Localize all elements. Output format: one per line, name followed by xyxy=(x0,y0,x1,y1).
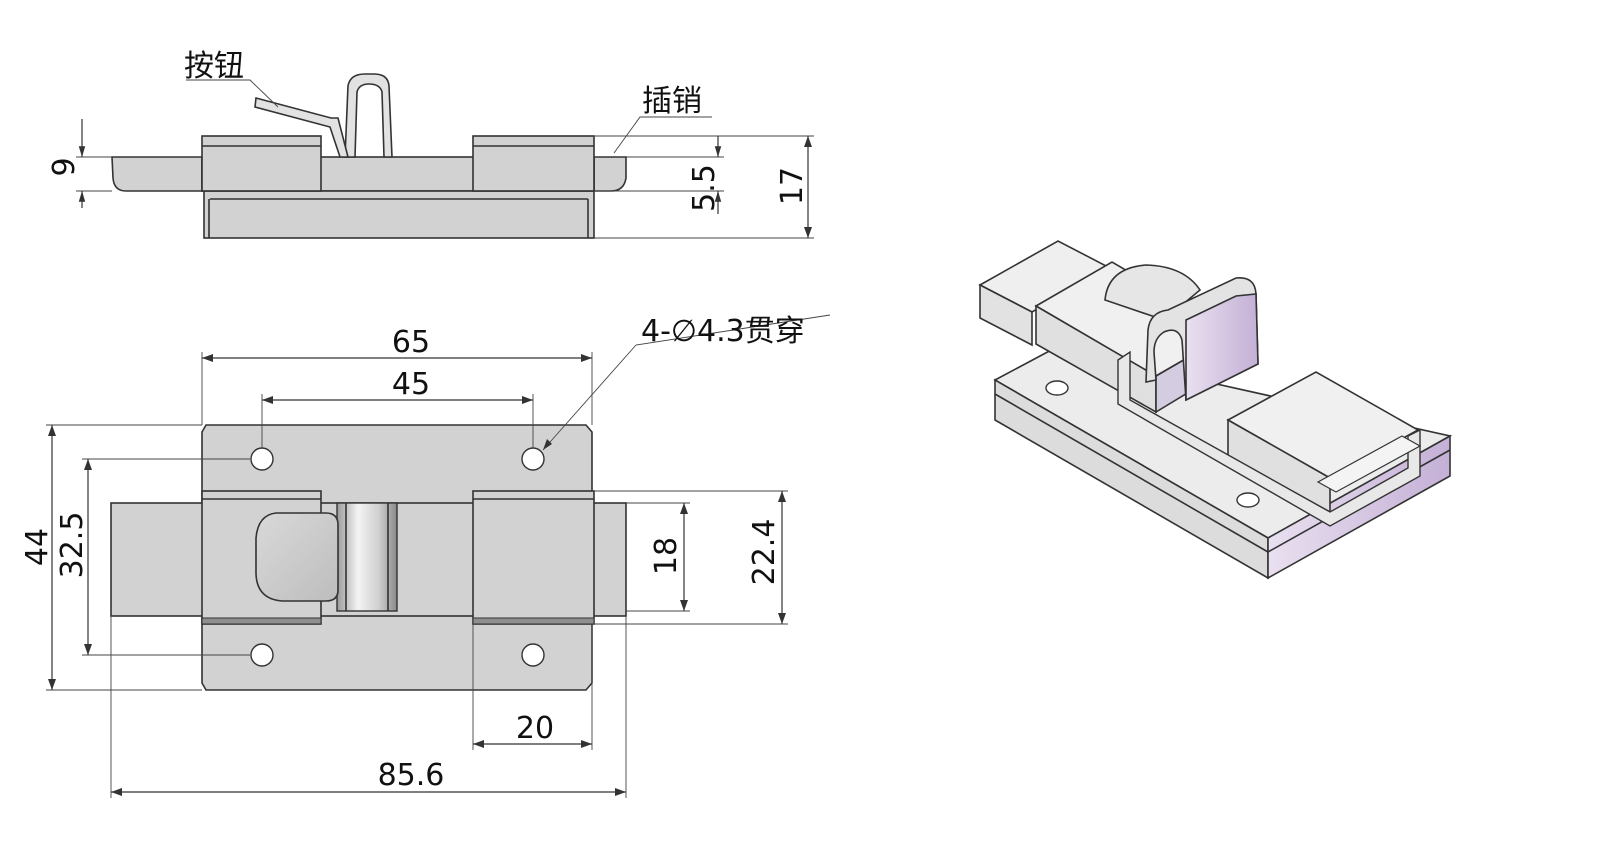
side-right-block xyxy=(472,135,595,192)
iso-hole xyxy=(1045,380,1069,396)
top-view: 4-∅4.3贯穿 65 45 44 32.5 18 xyxy=(20,314,831,798)
side-left-block xyxy=(201,135,322,192)
iso-hole xyxy=(1236,492,1260,508)
label-button: 按钮 xyxy=(184,49,244,84)
side-knob xyxy=(344,73,393,158)
side-view: 按钮 插销 9 5.5 17 xyxy=(47,49,814,239)
label-holes: 4-∅4.3贯穿 xyxy=(641,314,805,349)
dim-65: 65 xyxy=(392,325,430,360)
dim-5-5: 5.5 xyxy=(687,164,722,212)
top-right-guide xyxy=(472,490,595,625)
top-button xyxy=(255,512,339,602)
iso-staple xyxy=(1117,350,1421,527)
dim-44: 44 xyxy=(20,528,55,566)
side-slide-body xyxy=(203,190,595,239)
dim-20: 20 xyxy=(516,711,554,746)
dim-85-6: 85.6 xyxy=(378,758,445,793)
side-plate-right-end xyxy=(593,156,627,192)
dim-9: 9 xyxy=(47,157,82,176)
dim-22-4: 22.4 xyxy=(747,519,782,586)
side-button-lever xyxy=(254,96,350,158)
label-latch: 插销 xyxy=(642,84,702,119)
mounting-hole xyxy=(250,643,274,667)
dim-17: 17 xyxy=(775,167,810,205)
isometric-view xyxy=(978,240,1453,580)
mounting-hole xyxy=(250,447,274,471)
mounting-hole xyxy=(521,447,545,471)
dim-32-5: 32.5 xyxy=(55,512,90,579)
side-plate-left-end xyxy=(111,156,203,192)
dim-18: 18 xyxy=(649,537,684,575)
dim-45: 45 xyxy=(392,367,430,402)
mounting-hole xyxy=(521,643,545,667)
top-pin xyxy=(336,502,398,612)
